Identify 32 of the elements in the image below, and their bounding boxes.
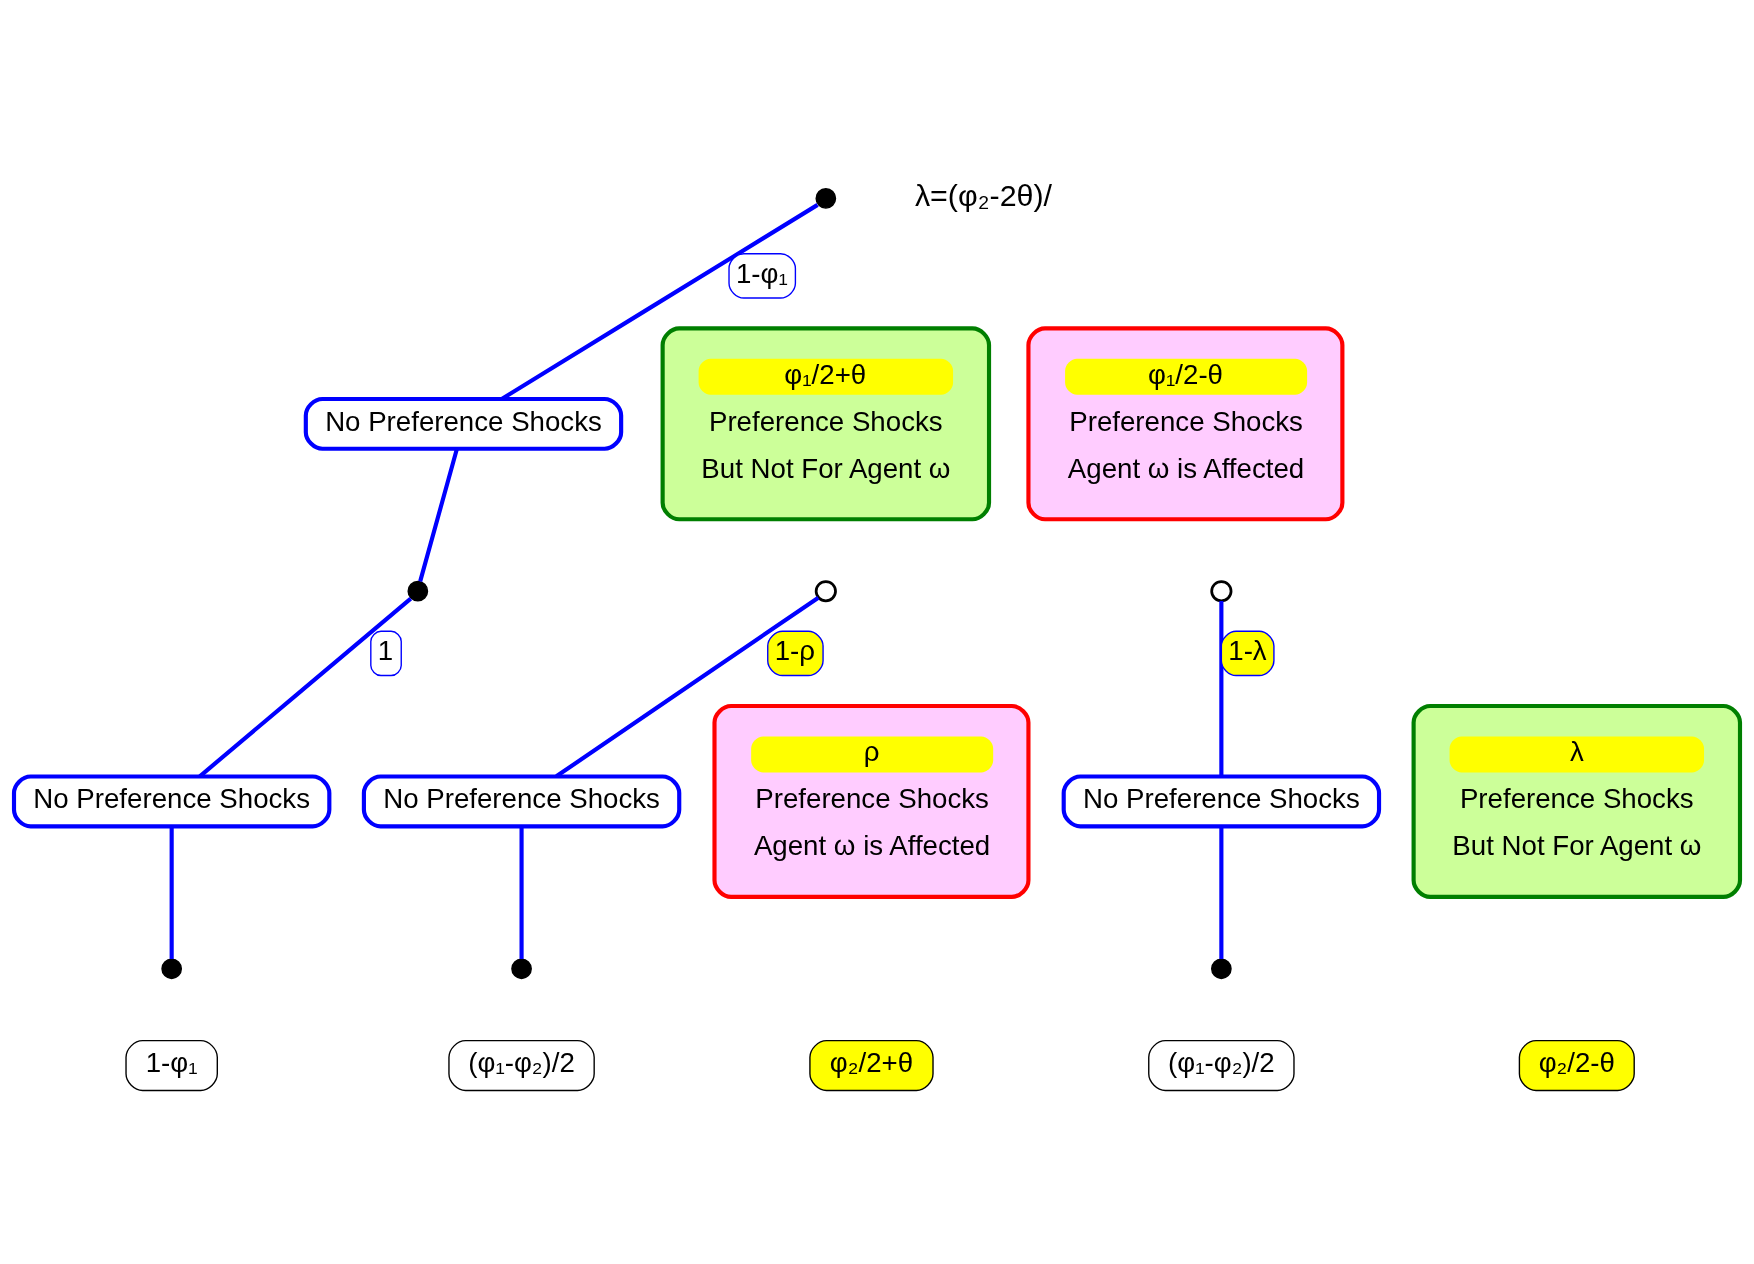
connector: [1219, 826, 1224, 959]
node-circle: [161, 958, 183, 980]
edge-label: 1-λ: [1228, 635, 1267, 667]
node-box: λ Preference Shocks But Not For Agent ω: [1411, 703, 1743, 899]
connector: [418, 448, 459, 582]
connector: [1219, 601, 1224, 777]
node-box: No Preference Shocks: [361, 774, 682, 829]
node-circle: [1211, 958, 1232, 980]
node-box: φ₁/2+θ Preference Shocks But Not For Agent ω: [660, 326, 992, 522]
connector: [169, 826, 174, 959]
node-circle: [407, 580, 429, 602]
node-box: No Preference Shocks: [11, 774, 332, 829]
node-box: (φ₁-φ₂)/2: [448, 1040, 595, 1092]
edge-label: 1-ρ: [774, 635, 815, 667]
node-box: ρ Preference Shocks Agent ω is Affected: [712, 703, 1031, 899]
node-circle: [511, 958, 532, 980]
node-box: No Preference Shocks: [303, 396, 624, 451]
node-box: φ₂/2-θ: [1518, 1040, 1635, 1092]
node-circle: [815, 188, 837, 209]
node-circle: [814, 580, 837, 603]
edge-label: 1: [377, 635, 394, 667]
node-box: φ₁/2-θ Preference Shocks Agent ω is Affected: [1026, 326, 1345, 522]
node-box: (φ₁-φ₂)/2: [1148, 1040, 1295, 1092]
connector: [198, 597, 413, 778]
node-circle: [1210, 580, 1233, 603]
label: λ=(φ₂-2θ)/: [914, 178, 1053, 213]
node-box: No Preference Shocks: [1061, 774, 1382, 829]
connector: [519, 826, 524, 959]
edge-label: 1-φ₁: [735, 257, 788, 289]
node-box: φ₂/2+θ: [809, 1040, 934, 1092]
node-box: 1-φ₁: [125, 1040, 218, 1092]
connector: [555, 596, 820, 778]
